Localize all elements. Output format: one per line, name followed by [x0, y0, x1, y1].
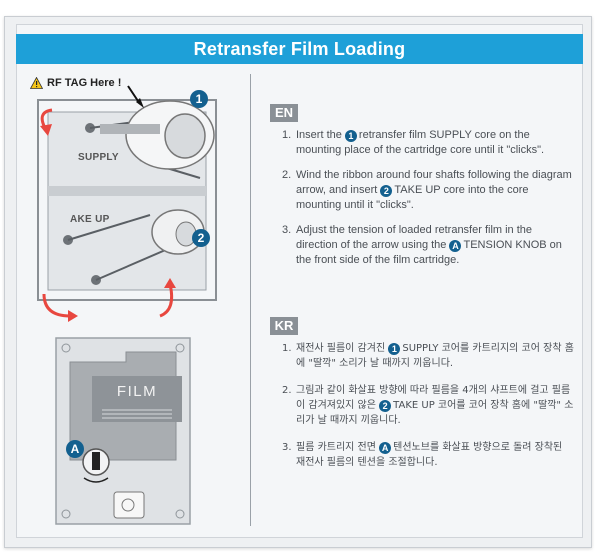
badge-one: 1: [190, 90, 208, 108]
step-text: retransfer film SUPPLY core on the mount…: [296, 129, 545, 156]
step-number: 1.: [282, 343, 292, 354]
step-text: SUPPLY 코어를 카트리지의 코어 장착 홈에 "딸깍" 소리가 날 때까지…: [296, 343, 574, 369]
step-number: 2.: [282, 169, 292, 181]
step-text: TENSION KNOB on the front side of the fi…: [296, 239, 562, 266]
cartridge-crossbar: [48, 186, 206, 196]
red-arrow-head: [164, 278, 176, 288]
screw: [61, 509, 71, 519]
screw: [175, 509, 185, 519]
rf-tag-label: RF TAG Here !: [47, 77, 122, 89]
step-badge: A: [379, 442, 392, 454]
red-arrow-head: [40, 124, 52, 136]
warning-icon: [30, 77, 43, 89]
cartridge-slot: [113, 491, 145, 519]
rf-tag-note: RF TAG Here !: [30, 77, 121, 89]
rf-tag-pointer-head: [136, 98, 144, 108]
page-title: Retransfer Film Loading: [16, 34, 583, 64]
step-en-2: 2. Wind the ribbon around four shafts fo…: [282, 168, 574, 213]
step-badge: 1: [344, 130, 357, 142]
badge-a: A: [66, 440, 84, 458]
column-divider: [250, 74, 251, 526]
screw: [61, 343, 71, 353]
tension-knob-grip: [92, 452, 100, 470]
film-label: FILM: [116, 383, 158, 400]
badge-two: 2: [192, 229, 210, 247]
step-badge: A: [449, 240, 462, 252]
red-arrow-head: [68, 310, 78, 322]
step-badge: 2: [379, 400, 392, 412]
step-number: 1.: [282, 129, 292, 141]
step-text: 재전사 필름이 감겨진: [296, 343, 389, 354]
step-badge: 1: [388, 343, 401, 355]
step-number: 3.: [282, 442, 292, 453]
step-text: 그림과 같이 화살표 방향에 따라 필름을 4개의 샤프트에 걸고 필름이 감겨…: [296, 385, 571, 411]
red-arrow: [159, 283, 174, 318]
step-text: 텐션노브를 화살표 방향으로 돌려 장착된 재전사 필름의 텐션을 조절합니다.: [296, 442, 563, 468]
slot-hole: [121, 498, 135, 512]
screw: [175, 343, 185, 353]
knob-arrow: [83, 477, 109, 483]
step-text: 필름 카트리지 전면: [296, 442, 380, 453]
step-number: 3.: [282, 224, 292, 236]
red-arrow: [42, 293, 71, 318]
step-text: Insert the: [296, 129, 345, 141]
lang-tag-kr: KR: [270, 317, 298, 335]
step-kr-2: 2. 그림과 같이 화살표 방향에 따라 필름을 4개의 샤프트에 걸고 필름이…: [282, 383, 574, 428]
supply-axle: [100, 124, 160, 134]
step-text: Wind the ribbon around four shafts follo…: [296, 169, 572, 196]
step-badge: 2: [380, 185, 393, 197]
supply-label: SUPPLY: [78, 152, 119, 163]
step-text: TAKE UP core into the core mounting unti…: [296, 184, 529, 211]
step-en-3: 3. Adjust the tension of loaded retransf…: [282, 223, 574, 268]
supply-core: [164, 113, 206, 159]
lang-tag-en: EN: [270, 104, 298, 122]
step-number: 2.: [282, 385, 292, 396]
takeup-label: AKE UP: [70, 214, 110, 225]
step-text: TAKE UP 코어를 코어 장착 홈에 "딸깍" 소리가 날 때까지 끼웁니다…: [296, 400, 574, 426]
step-text: Adjust the tension of loaded retransfer …: [296, 224, 533, 251]
cartridge-frame: [37, 99, 217, 301]
